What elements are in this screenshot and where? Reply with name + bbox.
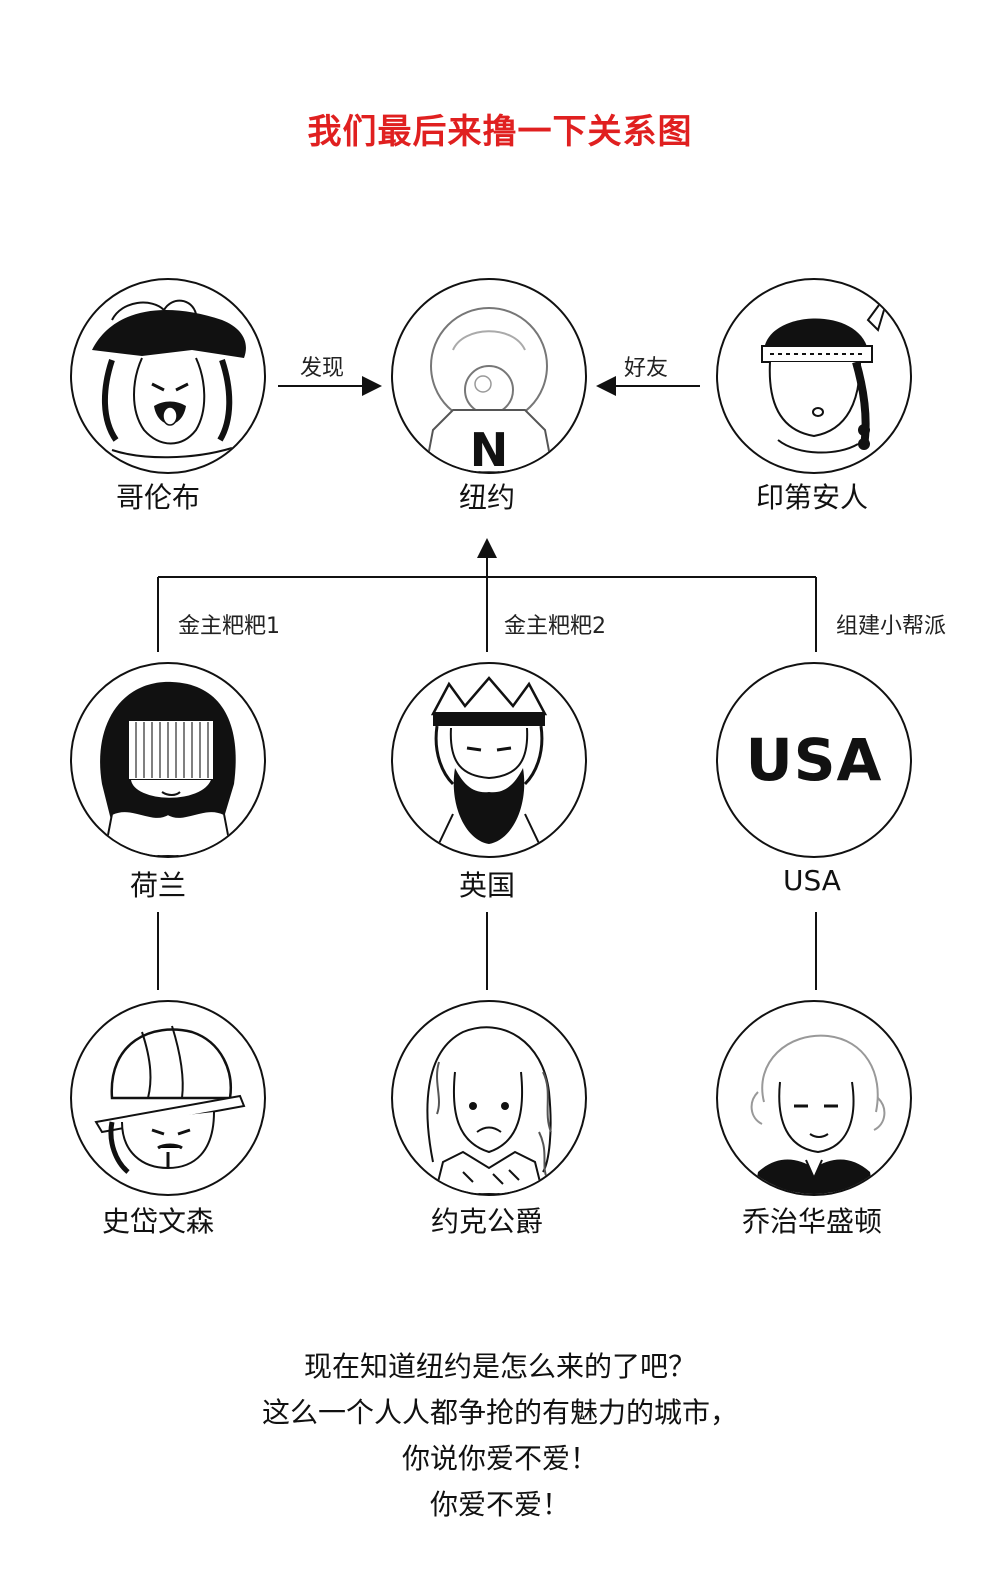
closing-text: 现在知道纽约是怎么来的了吧？ 这么一个人人都争抢的有魅力的城市， 你说你爱不爱！… (0, 1344, 1000, 1528)
node-columbus (70, 278, 266, 474)
node-netherlands (70, 662, 266, 858)
duke-of-york-portrait-icon (426, 1026, 552, 1194)
usa-emblem-icon: USA (745, 726, 883, 794)
node-label-stuyvesant: 史岱文森 (101, 1205, 214, 1238)
node-label-washington: 乔治华盛顿 (741, 1205, 882, 1238)
node-usa: USA (716, 662, 912, 858)
node-label-columbus: 哥伦布 (115, 481, 200, 514)
closing-line-3: 你说你爱不爱！ (401, 1442, 598, 1475)
dutch-portrait-icon (100, 681, 236, 856)
node-indian (716, 278, 912, 474)
new-york-crystal-ball-icon: N (423, 307, 555, 472)
node-label-york: 约克公爵 (430, 1205, 543, 1238)
node-newyork: N (391, 278, 587, 474)
node-york (391, 1000, 587, 1196)
closing-line-2: 这么一个人人都争抢的有魅力的城市， (261, 1396, 738, 1429)
english-king-portrait-icon (430, 676, 548, 856)
george-washington-portrait-icon (750, 1034, 886, 1194)
node-label-newyork: 纽约 (458, 481, 515, 514)
edge-label-gang: 组建小帮派 (836, 614, 947, 639)
node-label-england: 英国 (458, 869, 515, 902)
node-stuyvesant (70, 1000, 266, 1196)
diagram-title: 我们最后来撸一下关系图 (307, 112, 693, 152)
node-label-indian: 印第安人 (755, 481, 868, 514)
edge-label-sponsor1: 金主粑粑1 (178, 614, 280, 639)
crystal-ball-emblem: N (470, 423, 509, 472)
edge-label-friend: 好友 (624, 356, 669, 381)
native-american-portrait-icon (761, 289, 891, 454)
edge-label-sponsor2: 金主粑粑2 (504, 614, 606, 639)
columbus-portrait-icon (92, 299, 246, 459)
node-england (391, 662, 587, 858)
closing-line-4: 你爱不爱！ (429, 1488, 570, 1521)
stuyvesant-portrait-icon (94, 1025, 246, 1174)
edge-label-discover: 发现 (300, 356, 345, 381)
node-label-netherlands: 荷兰 (129, 869, 186, 902)
closing-line-1: 现在知道纽约是怎么来的了吧？ (303, 1350, 696, 1383)
node-label-usa: USA (783, 864, 841, 897)
node-washington (716, 1000, 912, 1196)
